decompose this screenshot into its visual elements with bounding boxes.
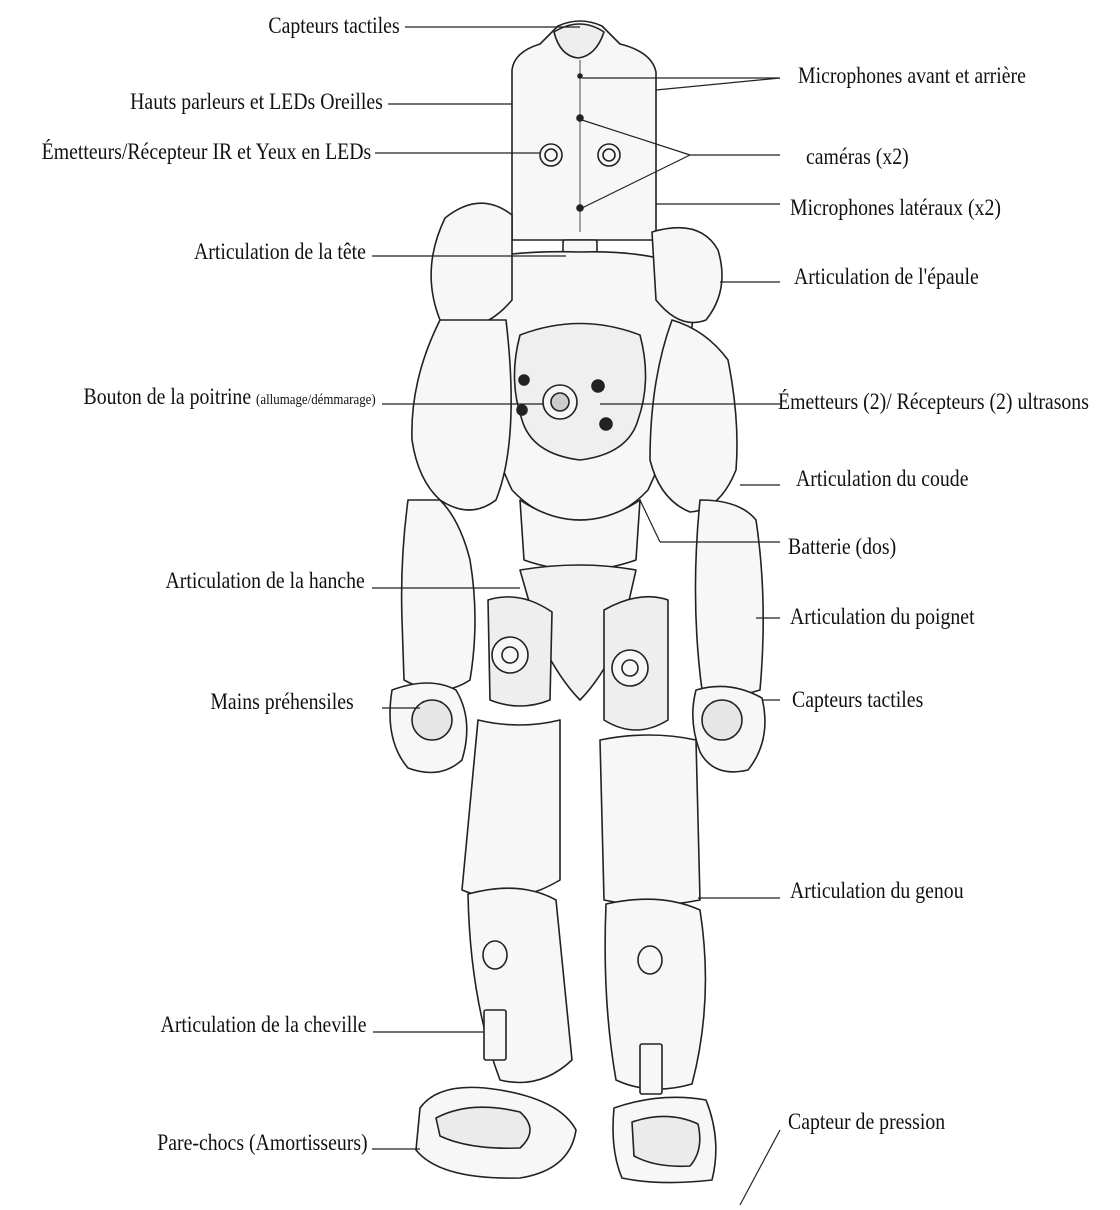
label-bouton-poitrine: Bouton de la poitrine (allumage/démmarag… (84, 385, 376, 408)
label-articulation-cheville: Articulation de la cheville (160, 1013, 366, 1036)
label-articulation-epaule: Articulation de l'épaule (794, 265, 979, 288)
robot-thighs (462, 720, 700, 905)
label-articulation-genou: Articulation du genou (790, 879, 964, 902)
label-mains: Mains préhensiles (211, 690, 354, 713)
label-capteurs-tactiles-tete: Capteurs tactiles (269, 14, 400, 37)
label-ultrasons: Émetteurs (2)/ Récepteurs (2) ultrasons (778, 390, 1089, 413)
label-microphones-lateraux: Microphones latéraux (x2) (790, 196, 1001, 219)
label-articulation-tete: Articulation de la tête (194, 240, 366, 263)
label-batterie: Batterie (dos) (788, 535, 896, 558)
label-capteur-pression: Capteur de pression (788, 1110, 945, 1133)
label-pare-chocs: Pare-chocs (Amortisseurs) (158, 1131, 368, 1154)
bouton-poitrine-text: Bouton de la poitrine (84, 384, 256, 409)
label-capteurs-tactiles-main: Capteurs tactiles (792, 688, 923, 711)
label-cameras: caméras (x2) (806, 145, 909, 168)
bouton-poitrine-small-text: (allumage/démmarage) (256, 392, 376, 408)
label-articulation-hanche: Articulation de la hanche (166, 569, 365, 592)
label-emetteurs-ir: Émetteurs/Récepteur IR et Yeux en LEDs (41, 140, 371, 163)
robot-shins (468, 888, 705, 1094)
label-hauts-parleurs: Hauts parleurs et LEDs Oreilles (130, 90, 383, 113)
label-articulation-coude: Articulation du coude (796, 467, 968, 490)
label-articulation-poignet: Articulation du poignet (790, 605, 975, 628)
label-microphones-avant-arriere: Microphones avant et arrière (798, 64, 1026, 87)
robot-feet (416, 1087, 716, 1182)
robot-head (512, 21, 656, 264)
